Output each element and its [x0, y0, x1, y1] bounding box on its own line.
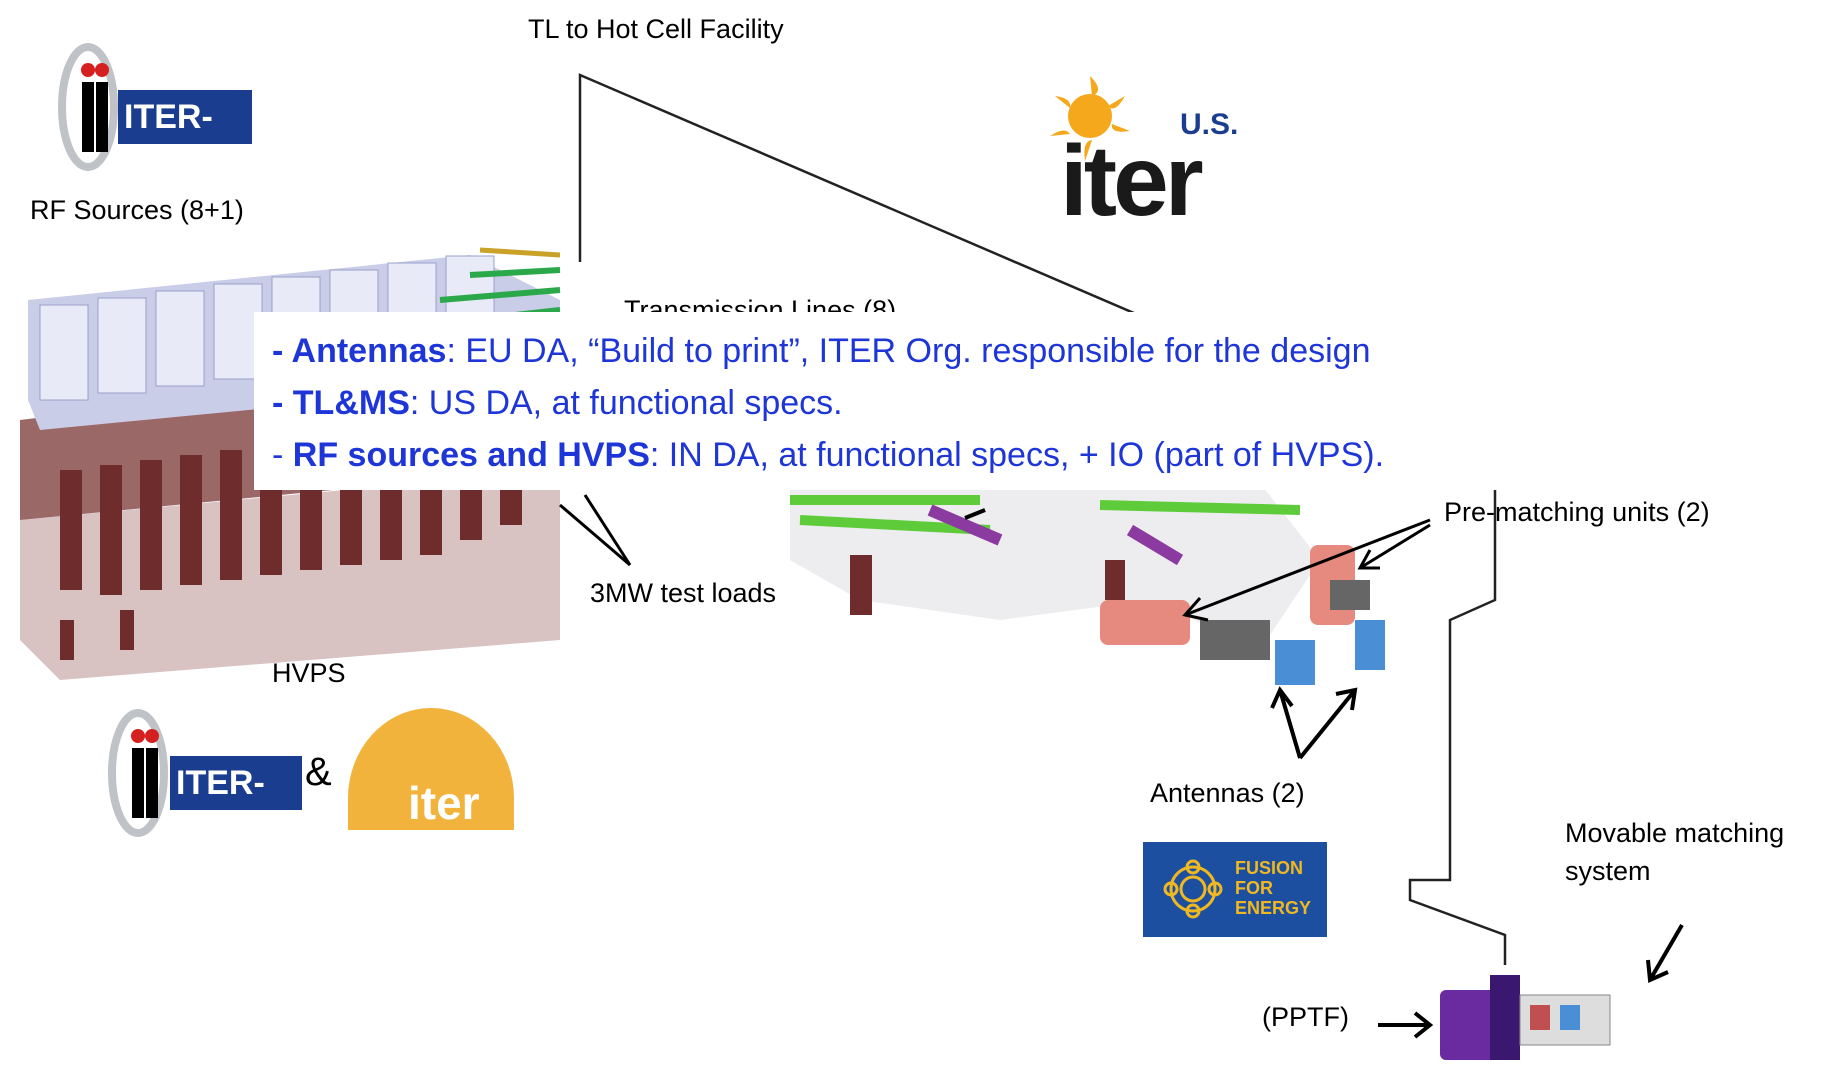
overlay-line1-prefix: -	[272, 332, 292, 370]
transmission-line-route	[578, 73, 1507, 965]
f4e-logo: FUSION FOR ENERGY	[1143, 842, 1327, 937]
test-load-arrows	[559, 494, 632, 567]
responsibilities-overlay: - Antennas: EU DA, “Build to print”, ITE…	[254, 312, 1494, 490]
overlay-line-antennas: - Antennas: EU DA, “Build to print”, ITE…	[272, 332, 1370, 371]
tl-hot-cell-label: TL to Hot Cell Facility	[528, 14, 784, 44]
iter-dome-text: iter	[408, 777, 480, 829]
iter-india-logo-bottom: ITER-India	[102, 708, 302, 856]
test-loads-label: 3MW test loads	[590, 578, 777, 608]
f4e-flower-icon	[1163, 859, 1223, 919]
iter-india-logo-text: ITER-India	[118, 90, 252, 190]
overlay-line1-bold: Antennas	[291, 332, 447, 370]
overlay-line3-bold: RF sources and HVPS	[292, 436, 650, 474]
iter-india-logo-text-2: ITER-India	[170, 756, 302, 856]
matching-system-equipment	[790, 470, 1385, 685]
ampersand-label: &	[305, 750, 332, 794]
iter-india-swoosh-icon	[58, 43, 118, 171]
overlay-line2-rest: : US DA, at functional specs.	[409, 384, 843, 422]
sun-burst-icon	[1050, 76, 1130, 161]
f4e-line-3: ENERGY	[1235, 898, 1312, 918]
overlay-line3-prefix: -	[272, 436, 293, 474]
pptf-arrow	[1378, 1011, 1434, 1039]
overlay-line3-rest: : IN DA, at functional specs, + IO (part…	[649, 436, 1385, 474]
prematching-label: Pre-matching units (2)	[1444, 497, 1710, 527]
prematching-arrows	[1182, 518, 1431, 622]
us-iter-logo: U.S. iter	[1030, 66, 1250, 236]
iter-india-logo-top: ITER-India	[52, 42, 252, 190]
us-iter-logo-text: iter	[1060, 125, 1204, 237]
pptf-label: (PPTF)	[1262, 1002, 1349, 1032]
hvps-label: HVPS	[272, 658, 346, 688]
movable-matching-arrow	[1646, 923, 1684, 983]
overlay-line2-bold: TL&MS	[292, 384, 410, 422]
overlay-line-rf-hvps: - RF sources and HVPS: IN DA, at functio…	[272, 436, 1384, 475]
movable-matching-label-2: system	[1565, 856, 1651, 886]
antenna-arrows	[964, 508, 1358, 760]
overlay-line1-rest: : EU DA, “Build to print”, ITER Org. res…	[446, 332, 1371, 370]
antennas-label: Antennas (2)	[1150, 778, 1305, 808]
overlay-line-tlms: - TL&MS: US DA, at functional specs.	[272, 384, 843, 423]
rf-sources-label: RF Sources (8+1)	[30, 195, 244, 225]
pptf-equipment	[1440, 975, 1611, 1060]
f4e-line-1: FUSION	[1235, 858, 1304, 878]
iter-dome-logo: iter	[348, 708, 514, 830]
f4e-line-2: FOR	[1235, 878, 1273, 898]
us-iter-us-text: U.S.	[1180, 108, 1239, 141]
movable-matching-label-1: Movable matching	[1565, 818, 1785, 848]
iter-dome-icon	[348, 708, 514, 830]
overlay-line2-prefix: -	[272, 384, 293, 422]
iter-india-swoosh-icon-2	[108, 709, 168, 837]
